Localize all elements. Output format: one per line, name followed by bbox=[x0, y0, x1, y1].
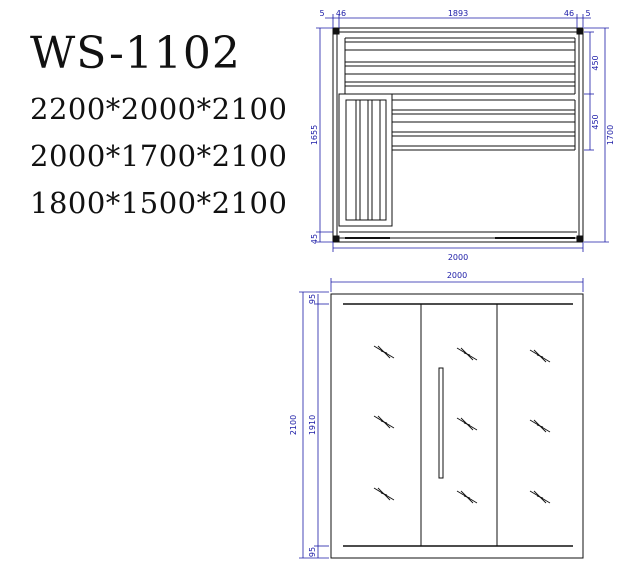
plan-view bbox=[332, 27, 584, 243]
dim-plan-top-left-1: 5 bbox=[319, 9, 324, 18]
dim-plan-right-total: 1700 bbox=[606, 125, 615, 145]
door-handle bbox=[438, 367, 444, 479]
dim-plan-right-upper: 450 bbox=[591, 55, 600, 70]
front-dimensions bbox=[299, 278, 584, 559]
dim-front-top-width: 2000 bbox=[447, 271, 467, 280]
dim-front-inner-height: 1910 bbox=[308, 415, 317, 435]
upper-bench bbox=[344, 37, 576, 95]
size-option-1: 2200*2000*2100 bbox=[30, 92, 288, 126]
dim-plan-right-middle: 450 bbox=[591, 114, 600, 129]
plan-corner-post bbox=[576, 27, 584, 35]
plan-dimensions bbox=[316, 14, 609, 252]
dim-plan-left-height: 1655 bbox=[310, 125, 319, 145]
plan-corner-post bbox=[576, 235, 584, 243]
front-outer-frame bbox=[330, 293, 584, 559]
front-view bbox=[330, 293, 584, 559]
dim-plan-top-right-2: 5 bbox=[585, 9, 590, 18]
size-option-2: 2000*1700*2100 bbox=[30, 139, 288, 173]
plan-corner-post bbox=[332, 235, 340, 243]
dim-plan-left-bottom: 45 bbox=[310, 234, 319, 244]
dim-front-total-height: 2100 bbox=[289, 415, 298, 435]
lower-bench bbox=[392, 99, 576, 151]
glass-reflection-marks bbox=[373, 345, 551, 504]
dim-front-bottom-offset: 95 bbox=[308, 547, 317, 557]
dim-front-top-offset: 95 bbox=[308, 294, 317, 304]
dim-plan-top-left-2: 46 bbox=[336, 9, 346, 18]
plan-corner-post bbox=[332, 27, 340, 35]
plan-inner-wall bbox=[336, 31, 580, 239]
dim-plan-top-width: 1893 bbox=[448, 9, 468, 18]
side-bench bbox=[338, 93, 393, 227]
model-title: WS-1102 bbox=[30, 28, 241, 79]
size-option-3: 1800*1500*2100 bbox=[30, 186, 288, 220]
dim-plan-top-right-1: 46 bbox=[564, 9, 574, 18]
plan-outer-wall bbox=[332, 27, 584, 243]
dim-plan-bottom-width: 2000 bbox=[448, 253, 468, 262]
